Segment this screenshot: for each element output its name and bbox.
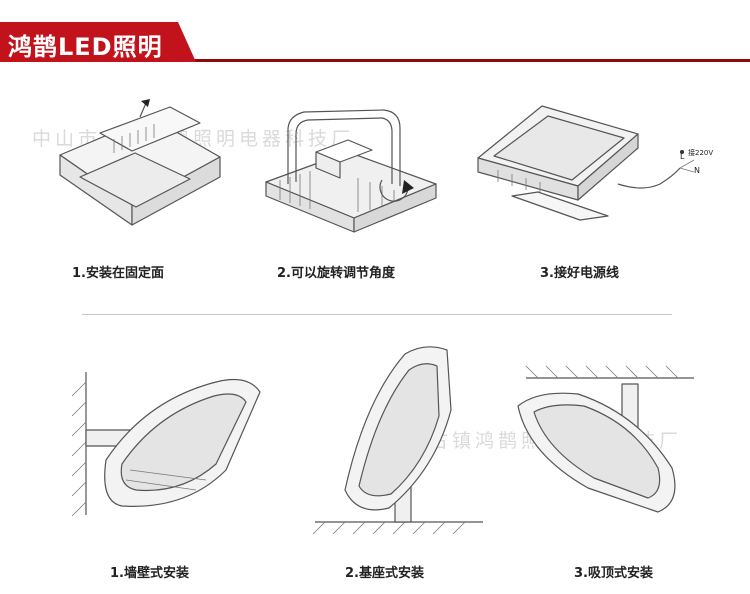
ceiling-mount-illustration <box>517 365 694 513</box>
mount-caption-2: 2.基座式安装 <box>345 566 424 581</box>
wire-voltage-label: 接220V <box>688 149 714 157</box>
step2-illustration <box>265 109 437 233</box>
step-caption-3: 3.接好电源线 <box>540 266 619 281</box>
banner-title: 鸿鹊LED照明 <box>8 33 163 61</box>
section-divider <box>82 314 672 315</box>
step1-illustration <box>59 99 221 226</box>
ground-terminal-icon <box>680 150 684 154</box>
mount-caption-1: 1.墙壁式安装 <box>110 566 189 581</box>
step3-illustration <box>477 105 695 221</box>
rotate-arrow-icon <box>379 179 409 202</box>
wall-mount-illustration <box>71 372 261 517</box>
up-arrow-icon <box>139 102 147 118</box>
rotate-arrow-head-icon <box>402 180 414 194</box>
banner-tab: 鸿鹊LED照明 <box>0 22 196 62</box>
step-caption-2: 2.可以旋转调节角度 <box>277 266 395 281</box>
arrow-head-icon <box>141 99 150 107</box>
mount-caption-3: 3.吸顶式安装 <box>574 566 653 581</box>
header-banner: 鸿鹊LED照明 <box>0 22 750 62</box>
base-mount-illustration <box>312 346 483 535</box>
step-caption-1: 1.安装在固定面 <box>72 266 164 281</box>
banner-underline <box>0 59 750 62</box>
wire-live-label: L <box>680 152 685 161</box>
wire-neutral-label: N <box>694 166 700 175</box>
